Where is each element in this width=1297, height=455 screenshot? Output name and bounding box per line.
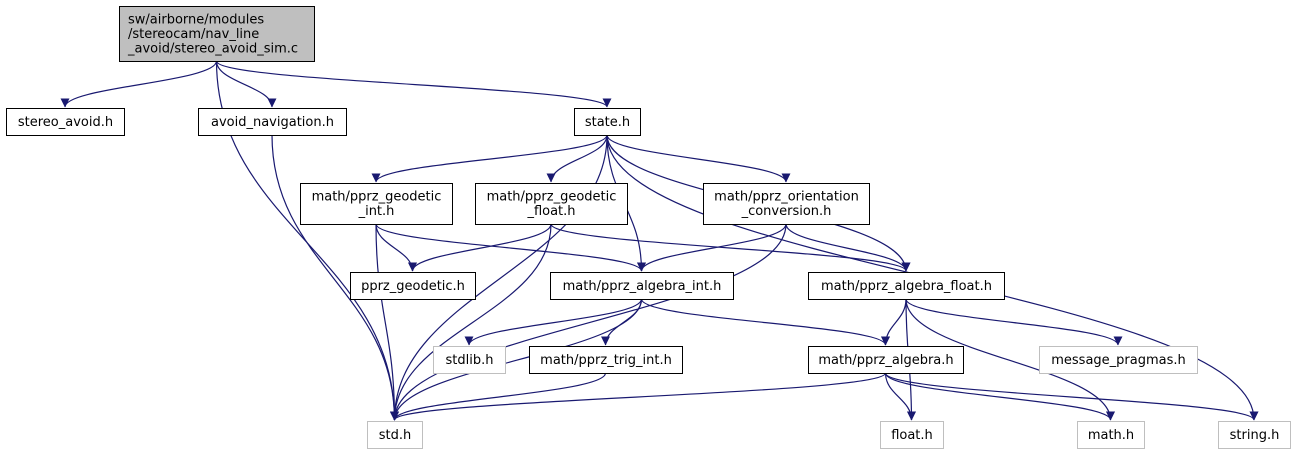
node-stereo_avoid[interactable]: stereo_avoid.h bbox=[6, 108, 125, 136]
node-algebra[interactable]: math/pprz_algebra.h bbox=[808, 346, 964, 374]
node-root-label-line: _avoid/stereo_avoid_sim.c bbox=[127, 41, 298, 56]
node-geodetic_int-box bbox=[300, 183, 453, 225]
node-math-label-line: math.h bbox=[1088, 428, 1134, 443]
node-message_pragmas-box bbox=[1039, 346, 1198, 374]
edge-geodetic_int-to-std bbox=[375, 223, 399, 421]
node-pprz_geodetic-label-line: pprz_geodetic.h bbox=[361, 279, 465, 294]
node-geodetic_int-label-line: math/pprz_geodetic bbox=[312, 190, 442, 205]
node-orientation_conversion-label-line: _conversion.h bbox=[741, 204, 832, 219]
edge-trig_int-to-std bbox=[390, 372, 607, 421]
edge-algebra-to-string bbox=[884, 372, 1259, 421]
node-string-box bbox=[1218, 421, 1291, 449]
node-trig_int[interactable]: math/pprz_trig_int.h bbox=[529, 346, 683, 374]
node-geodetic_int-label-line: _int.h bbox=[358, 204, 395, 219]
node-float-label-line: float.h bbox=[891, 428, 933, 443]
edge-state-to-geodetic_int bbox=[371, 134, 608, 183]
nodes-layer: sw/airborne/modules/stereocam/nav_line_a… bbox=[6, 6, 1291, 449]
node-message_pragmas: message_pragmas.h bbox=[1039, 346, 1198, 374]
node-orientation_conversion[interactable]: math/pprz_orientation_conversion.h bbox=[703, 183, 870, 225]
edges-layer bbox=[60, 60, 1259, 421]
node-geodetic_float-label-line: math/pprz_geodetic bbox=[487, 190, 617, 205]
node-math: math.h bbox=[1077, 421, 1145, 449]
edge-algebra_float-to-algebra bbox=[881, 298, 907, 346]
node-state-label-line: state.h bbox=[585, 115, 630, 130]
edge-root-to-avoid_navigation bbox=[215, 60, 277, 108]
node-avoid_navigation-box bbox=[198, 108, 347, 136]
node-root-label-line: sw/airborne/modules bbox=[128, 12, 264, 27]
edge-orientation_conversion-to-algebra_int bbox=[637, 223, 787, 272]
node-message_pragmas-label-line: message_pragmas.h bbox=[1051, 353, 1186, 368]
node-algebra-box bbox=[808, 346, 964, 374]
node-stdlib-box bbox=[433, 346, 506, 374]
node-geodetic_int[interactable]: math/pprz_geodetic_int.h bbox=[300, 183, 453, 225]
node-math-box bbox=[1077, 421, 1145, 449]
edge-avoid_navigation-to-std bbox=[271, 134, 399, 421]
edge-state-to-std bbox=[390, 134, 608, 421]
edge-orientation_conversion-to-algebra_float bbox=[785, 223, 911, 272]
node-std-label-line: std.h bbox=[379, 428, 412, 443]
edge-algebra_float-to-math bbox=[905, 298, 1115, 421]
edge-state-to-geodetic_float bbox=[546, 134, 608, 183]
edge-geodetic_float-to-pprz_geodetic bbox=[408, 223, 552, 272]
node-stereo_avoid-label-line: stereo_avoid.h bbox=[18, 115, 113, 130]
edge-state-to-orientation_conversion bbox=[606, 134, 791, 183]
node-algebra-label-line: math/pprz_algebra.h bbox=[818, 353, 953, 368]
node-stereo_avoid-box bbox=[6, 108, 125, 136]
edge-root-to-stereo_avoid bbox=[60, 60, 218, 108]
edge-geodetic_int-to-algebra_int bbox=[375, 223, 646, 272]
node-std: std.h bbox=[367, 421, 423, 449]
node-root[interactable]: sw/airborne/modules/stereocam/nav_line_a… bbox=[119, 6, 315, 62]
node-state-box bbox=[574, 108, 641, 136]
node-algebra_int-label-line: math/pprz_algebra_int.h bbox=[563, 279, 722, 294]
edge-geodetic_int-to-pprz_geodetic bbox=[375, 223, 417, 272]
node-state[interactable]: state.h bbox=[574, 108, 641, 136]
edge-algebra_int-to-std bbox=[390, 298, 643, 421]
node-geodetic_float-box bbox=[475, 183, 628, 225]
node-algebra_float[interactable]: math/pprz_algebra_float.h bbox=[808, 272, 1005, 300]
node-orientation_conversion-label-line: math/pprz_orientation bbox=[714, 190, 859, 205]
node-trig_int-label-line: math/pprz_trig_int.h bbox=[540, 353, 672, 368]
edge-algebra-to-math bbox=[884, 372, 1115, 421]
node-algebra_int-box bbox=[550, 272, 734, 300]
node-float-box bbox=[880, 421, 944, 449]
node-algebra_int[interactable]: math/pprz_algebra_int.h bbox=[550, 272, 734, 300]
node-pprz_geodetic[interactable]: pprz_geodetic.h bbox=[350, 272, 476, 300]
node-stdlib: stdlib.h bbox=[433, 346, 506, 374]
edge-root-to-state bbox=[215, 60, 612, 108]
node-avoid_navigation[interactable]: avoid_navigation.h bbox=[198, 108, 347, 136]
node-trig_int-box bbox=[529, 346, 683, 374]
edge-algebra_int-to-trig_int bbox=[601, 298, 643, 346]
edge-algebra-to-float bbox=[884, 372, 916, 421]
edge-algebra_int-to-stdlib bbox=[464, 298, 643, 346]
node-geodetic_float-label-line: _float.h bbox=[526, 204, 575, 219]
edge-algebra_int-to-algebra bbox=[640, 298, 890, 346]
node-string-label-line: string.h bbox=[1230, 428, 1280, 443]
node-algebra_float-label-line: math/pprz_algebra_float.h bbox=[821, 279, 992, 294]
node-orientation_conversion-box bbox=[703, 183, 870, 225]
node-stdlib-label-line: stdlib.h bbox=[446, 353, 494, 368]
node-avoid_navigation-label-line: avoid_navigation.h bbox=[211, 115, 334, 130]
edge-orientation_conversion-to-std bbox=[390, 223, 787, 421]
edge-geodetic_float-to-algebra_float bbox=[550, 223, 911, 272]
node-string: string.h bbox=[1218, 421, 1291, 449]
edge-geodetic_float-to-std bbox=[390, 223, 552, 421]
node-algebra_float-box bbox=[808, 272, 1005, 300]
edge-algebra_float-to-message_pragmas bbox=[905, 298, 1123, 346]
node-root-label-line: /stereocam/nav_line bbox=[128, 27, 259, 42]
node-pprz_geodetic-box bbox=[350, 272, 476, 300]
edge-algebra-to-std bbox=[390, 372, 887, 421]
node-geodetic_float[interactable]: math/pprz_geodetic_float.h bbox=[475, 183, 628, 225]
node-root-box bbox=[119, 6, 315, 62]
node-float: float.h bbox=[880, 421, 944, 449]
node-std-box bbox=[367, 421, 423, 449]
